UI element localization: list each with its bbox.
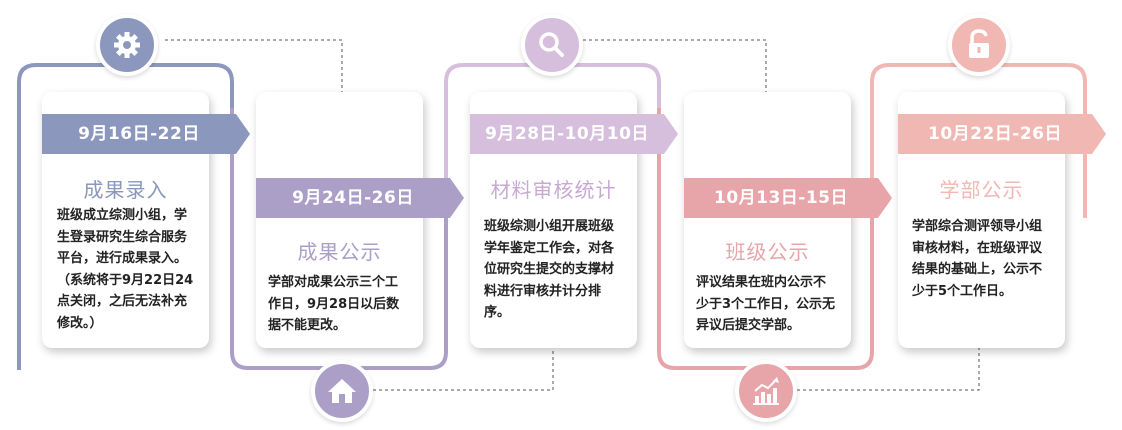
gear-icon (114, 32, 140, 58)
stage-card-4 (684, 92, 851, 348)
chart-icon (753, 377, 779, 405)
stage-card-2 (256, 92, 423, 348)
stage-1-icon-circle (96, 14, 158, 76)
stage-2-icon-circle (311, 360, 373, 422)
stage-description: 班级成立综测小组，学生登录研究生综合服务平台，进行成果录入。（系统将于9月22日… (57, 208, 194, 331)
stage-date: 10月22日-26日 (927, 124, 1063, 144)
stage-date: 9月28日-10月10日 (485, 124, 649, 144)
stage-description: 学部综合测评领导小组审核材料，在班级评议结果的基础上，公示不少于5个工作日。 (912, 219, 1043, 299)
stage-date: 9月24日-26日 (292, 188, 414, 208)
stage-description: 班级综测小组开展班级学年鉴定工作会，对各位研究生提交的支撑材料进行审核并计分排序… (484, 219, 615, 320)
stage-title: 班级公示 (725, 240, 810, 264)
stage-date: 10月13日-15日 (713, 188, 849, 208)
stage-3-icon-circle (521, 14, 583, 76)
stage-5-icon-circle (948, 14, 1010, 76)
home-icon (328, 379, 356, 403)
stage-title: 材料审核统计 (490, 178, 617, 202)
stage-title: 成果公示 (297, 240, 382, 264)
stage-4-icon-circle (735, 360, 797, 422)
unlock-icon (969, 29, 989, 58)
search-icon (539, 32, 564, 57)
stage-title: 成果录入 (83, 178, 168, 202)
stage-date: 9月16日-22日 (78, 124, 200, 144)
stage-description: 评议结果在班内公示不少于3个工作日，公示无异议后提交学部。 (696, 275, 836, 333)
stage-title: 学部公示 (939, 178, 1024, 202)
stage-description: 学部对成果公示三个工作日，9月28日以后数据不能更改。 (268, 275, 400, 333)
